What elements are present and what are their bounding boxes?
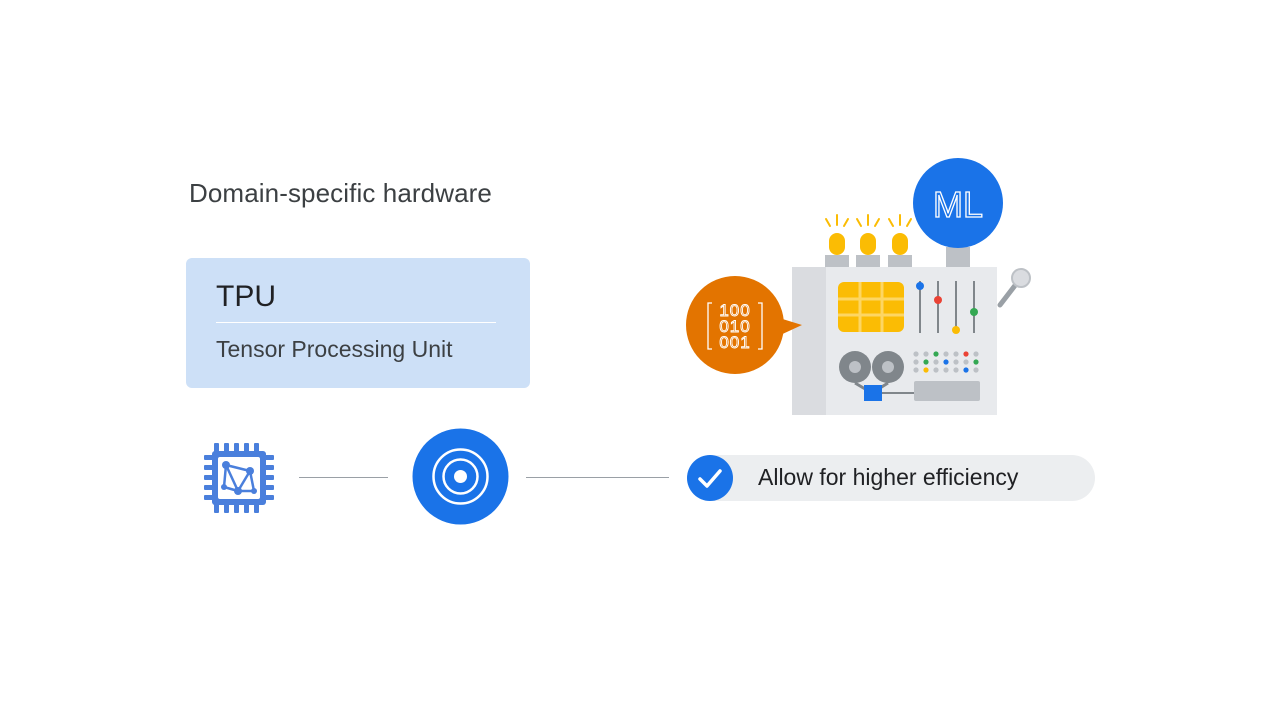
chip-icon — [204, 443, 274, 513]
binary-row: 001 — [719, 333, 750, 352]
target-icon — [412, 428, 509, 525]
binary-row: 010 — [719, 317, 750, 336]
benefit-pill: Allow for higher efficiency — [687, 455, 1095, 501]
connector-line-2 — [526, 477, 669, 478]
benefit-label: Allow for higher efficiency — [758, 464, 1019, 490]
tpu-subtitle: Tensor Processing Unit — [216, 336, 453, 362]
connector-line-1 — [299, 477, 388, 478]
card-divider — [216, 322, 496, 323]
ml-machine-illustration: ML 100 010 001 — [686, 158, 1031, 415]
check-icon — [687, 455, 733, 501]
tpu-card: TPU Tensor Processing Unit — [186, 258, 530, 388]
tpu-title: TPU — [216, 280, 276, 313]
slide-heading: Domain-specific hardware — [189, 178, 492, 208]
ml-badge-label: ML — [933, 184, 983, 225]
binary-row: 100 — [719, 301, 750, 320]
